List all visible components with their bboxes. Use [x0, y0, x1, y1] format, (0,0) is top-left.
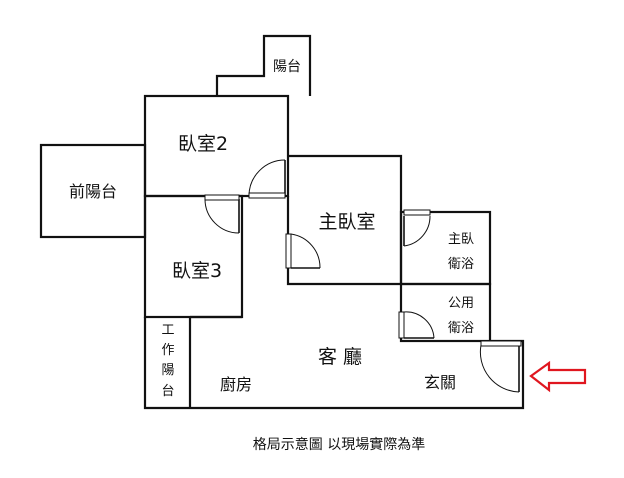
label-balcony-top: 陽台	[273, 59, 301, 75]
label-work-balcony-4: 台	[161, 384, 174, 399]
label-work-balcony-3: 陽	[161, 363, 174, 378]
walls	[39, 34, 525, 410]
door-public-bath	[398, 311, 435, 339]
label-public-bath-line1: 公用	[448, 296, 474, 311]
label-work-balcony-1: 工	[161, 323, 174, 338]
door-bedroom2	[248, 159, 286, 199]
label-front-balcony: 前陽台	[69, 182, 117, 201]
label-entrance: 玄關	[424, 373, 456, 392]
wall-balcony-top	[215, 34, 312, 96]
label-public-bath-line2: 衛浴	[448, 321, 474, 336]
label-master-bath-line2: 衛浴	[448, 257, 474, 272]
label-living-room: 客 廳	[318, 346, 362, 368]
door-master-bath	[403, 209, 431, 247]
wall-front-balcony	[39, 143, 147, 239]
label-bedroom2: 臥室2	[178, 133, 228, 155]
label-master-bedroom: 主臥室	[318, 211, 375, 233]
label-kitchen: 廚房	[220, 375, 252, 394]
doors	[204, 159, 522, 393]
label-master-bath-line1: 主臥	[448, 232, 474, 247]
wall-master-bath	[399, 210, 492, 286]
door-master-bedroom	[285, 233, 321, 269]
door-bedroom3	[204, 194, 240, 234]
wall-public-bath	[399, 282, 492, 343]
room-labels: 陽台 臥室2 前陽台 臥室3 主臥室 主臥 衛浴 公用 衛浴 工 作 陽 台 客…	[69, 59, 474, 399]
door-entrance	[479, 340, 522, 393]
entry-arrow-icon	[529, 360, 587, 393]
label-work-balcony-2: 作	[161, 343, 174, 358]
floor-plan-caption: 格局示意圖 以現場實際為準	[253, 436, 425, 453]
wall-bedroom3	[143, 194, 244, 319]
label-bedroom3: 臥室3	[172, 260, 222, 282]
